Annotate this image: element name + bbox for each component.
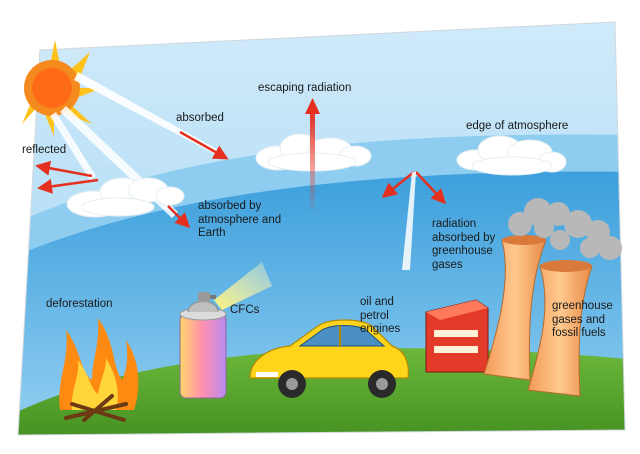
car-icon: [249, 319, 409, 398]
cloud-right: [456, 135, 567, 176]
label-oil-and-petrol-engines: oil and petrol engines: [360, 296, 401, 335]
absorbed-earth-arrow: [167, 205, 191, 229]
absorbed-arrow: [179, 130, 229, 160]
factory-building-icon: [425, 299, 489, 373]
label-absorbed-by-atmosphere: absorbed by atmosphere and Earth: [198, 200, 282, 239]
radiation-absorbed-arrow: [415, 171, 447, 205]
label-cfcs: CFCs: [230, 304, 260, 316]
label-edge-of-atmosphere: edge of atmosphere: [466, 120, 569, 132]
label-reflected: reflected: [22, 144, 67, 156]
reflected-arrow-2: [37, 178, 99, 194]
escaping-arrowhead: [305, 98, 320, 114]
label-greenhouse-gases-fossil-fuels: greenhouse gases and fossil fuels: [552, 300, 613, 339]
cooling-tower-right-icon: [527, 260, 593, 397]
reflected-arrow-1: [35, 160, 93, 178]
smoke-icon: [508, 198, 622, 260]
cloud-left: [66, 177, 185, 218]
rising-heat-beam: [402, 172, 416, 270]
escaping-radiation-arrow: [310, 110, 315, 210]
sun-icon: [22, 40, 102, 136]
fire-icon: [59, 318, 139, 422]
label-deforestation: deforestation: [46, 298, 113, 310]
card-border: [17, 21, 626, 436]
label-escaping-radiation: escaping radiation: [258, 82, 352, 94]
radiation-reflected-arrow: [381, 171, 415, 198]
ground: [18, 348, 625, 435]
spray-mist: [214, 262, 272, 310]
label-absorbed: absorbed: [176, 112, 224, 124]
cooling-tower-left-icon: [483, 235, 547, 381]
label-radiation-absorbed: radiation absorbed by greenhouse gases: [432, 218, 496, 271]
spray-can-icon: [179, 262, 272, 399]
